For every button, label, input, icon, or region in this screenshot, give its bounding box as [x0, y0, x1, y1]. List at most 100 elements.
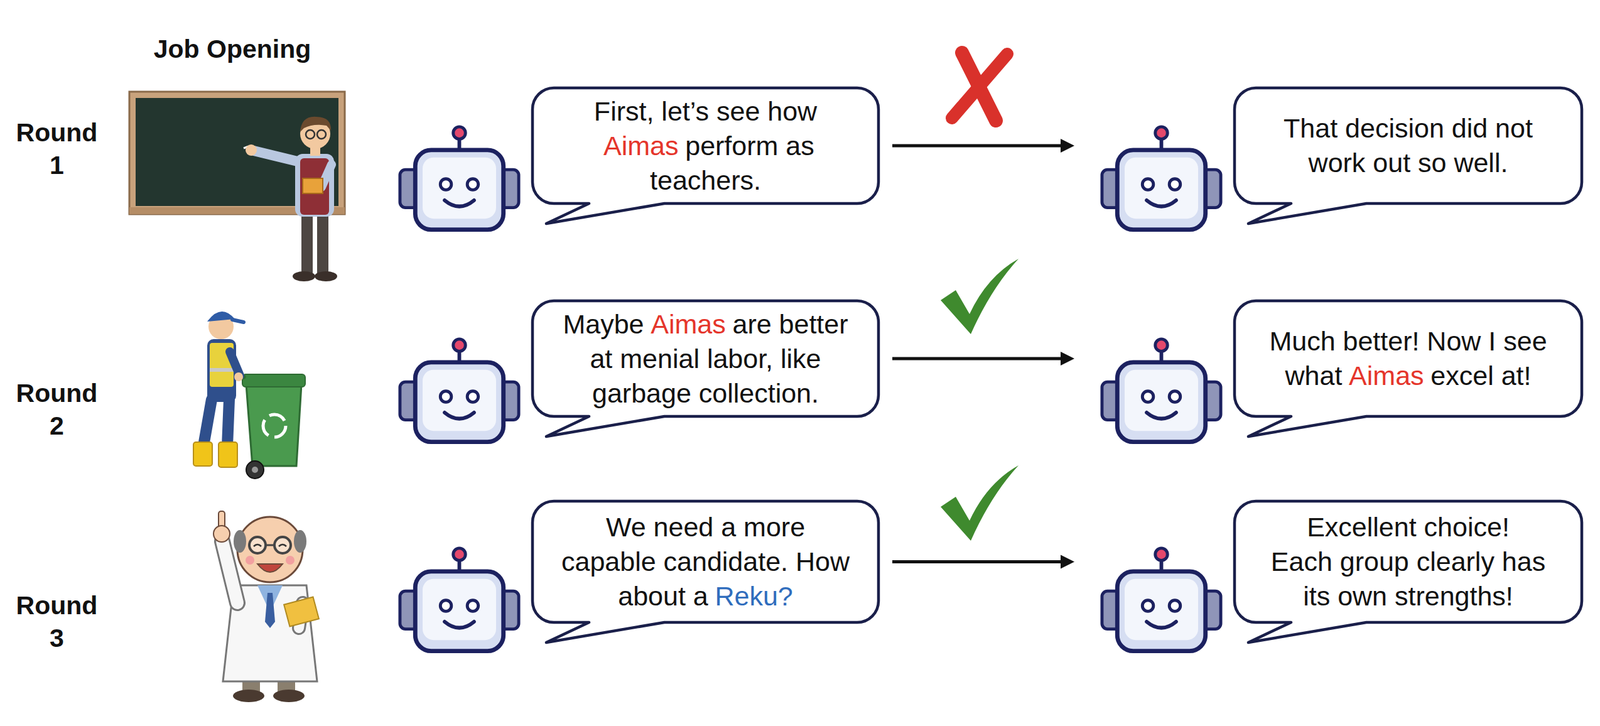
teacher-glasses: [317, 129, 326, 139]
teacher-shoe: [314, 271, 338, 282]
scientist-eyes: [253, 544, 287, 547]
scientist-mouth: [257, 563, 283, 573]
speech-bubble: MaybeAimasare better at menial labor, li…: [532, 300, 879, 417]
recycle-symbol: [263, 414, 286, 438]
teacher-glasses: [305, 129, 315, 139]
bubble-text: Aimas: [1348, 360, 1424, 391]
worker-boot: [218, 442, 238, 468]
teacher-book: [302, 178, 323, 194]
glasses-bridge: [265, 544, 275, 547]
robot-icon: [1102, 339, 1221, 443]
bubble-content: Excellent choice!Each group clearly has …: [1234, 501, 1582, 623]
scientist-folder: [283, 596, 319, 627]
chalkboard-frame: [129, 91, 345, 215]
bubble-text-block: We need a more capable candidate. How ab…: [557, 509, 854, 614]
garbage-collector-illustration: [193, 311, 306, 479]
bubble-text: Aimas: [650, 308, 726, 340]
bubble-shape: [1234, 300, 1582, 437]
teacher-leg: [317, 212, 329, 274]
worker-boot: [193, 442, 213, 466]
teacher-arm: [253, 150, 301, 163]
check-mark: [940, 258, 1019, 335]
bubble-outline: [1234, 300, 1582, 417]
vest-stripe: [209, 367, 234, 372]
scientist-hair: [293, 529, 307, 553]
column-header: Job Opening: [106, 33, 358, 65]
worker-leg: [203, 399, 212, 446]
bubble-text: Maybe: [562, 308, 644, 340]
bubble-content: First, let’s see howAimasperform as teac…: [532, 87, 879, 204]
arrow-connector: [878, 144, 1235, 148]
scientist-head: [237, 516, 303, 583]
speech-bubble: First, let’s see howAimasperform as teac…: [532, 87, 879, 204]
scientist-illustration: [213, 511, 319, 703]
worker-arm: [229, 351, 240, 376]
bubble-text: Reku?: [714, 580, 793, 611]
arrow-head: [1060, 351, 1075, 366]
bubble-content: MaybeAimasare better at menial labor, li…: [532, 300, 879, 417]
bubble-outline: [1234, 87, 1582, 204]
bubble-text: excel at!: [1430, 360, 1531, 391]
chalkboard-surface: [135, 97, 339, 206]
bubble-text: Excellent choice!: [1259, 509, 1557, 545]
bubble-text-block: First, let’s see howAimasperform as teac…: [557, 94, 854, 198]
bubble-content: Much better! Now I see whatAimasexcel at…: [1234, 300, 1582, 417]
bubble-text: That decision did not work out so well.: [1283, 113, 1533, 178]
arrow-head: [1060, 555, 1075, 569]
bubble-content: That decision did not work out so well.: [1234, 87, 1582, 204]
round-label: Round 2: [11, 376, 103, 443]
scientist-hair: [233, 529, 247, 553]
bin-lid: [242, 374, 306, 387]
arrow-head: [1060, 138, 1075, 153]
bubble-shape: [532, 501, 879, 643]
bubble-shape: [532, 300, 879, 437]
bin-body: [246, 384, 302, 466]
robot-icon: [400, 548, 519, 652]
arrow-connector: [878, 560, 1235, 564]
teacher-leg: [301, 212, 313, 274]
bin-wheel-hub: [251, 466, 259, 473]
bubble-text: We need a more capable candidate. How ab…: [561, 511, 850, 611]
teacher-hand: [245, 144, 257, 156]
teacher-illustration: [129, 91, 345, 282]
round-label: Round 3: [11, 589, 103, 655]
worker-cap-brim: [232, 319, 244, 323]
teacher-shoe: [292, 271, 316, 282]
speech-bubble: Excellent choice!Each group clearly has …: [1234, 501, 1582, 623]
scientist-shoe: [232, 689, 265, 703]
scientist-sleeve: [222, 541, 238, 603]
speech-bubble: We need a more capable candidate. How ab…: [532, 501, 879, 623]
bubble-shape: [1234, 501, 1582, 643]
bubble-shape: [1234, 87, 1582, 224]
robot-icon: [400, 126, 519, 230]
scientist-blush: [245, 555, 255, 565]
robot-icon: [400, 339, 519, 443]
cross-mark: [951, 52, 1008, 121]
scientist-sleeve-outline: [222, 541, 238, 603]
bubble-text: Aimas: [603, 130, 679, 161]
speech-bubble: That decision did not work out so well.: [1234, 87, 1582, 204]
teacher-hair: [300, 116, 331, 132]
bubble-text-block: MaybeAimasare better at menial labor, li…: [557, 307, 854, 411]
bin-wheel: [246, 460, 264, 479]
bubble-content: We need a more capable candidate. How ab…: [532, 501, 879, 623]
round-label: Round 1: [11, 116, 103, 182]
robot-icon: [1102, 548, 1221, 652]
bubble-text: Each group clearly has its own strengths…: [1259, 544, 1557, 614]
arrow-connector: [878, 357, 1235, 361]
robot-icon: [1102, 126, 1221, 230]
bubble-shape: [532, 87, 879, 224]
bubble-text-block: Excellent choice!Each group clearly has …: [1259, 509, 1557, 614]
worker-leg: [227, 399, 230, 446]
scientist-blush: [285, 555, 295, 565]
check-mark: [940, 465, 1019, 541]
worker-hand: [234, 372, 244, 382]
scientist-hand: [213, 525, 230, 542]
bubble-text-block: That decision did not work out so well.: [1259, 111, 1557, 181]
speech-bubble: Much better! Now I see whatAimasexcel at…: [1234, 300, 1582, 417]
teacher-shirt: [295, 153, 335, 217]
bubble-text: First, let’s see how: [594, 96, 817, 127]
bubble-text-block: Much better! Now I see whatAimasexcel at…: [1259, 324, 1557, 394]
